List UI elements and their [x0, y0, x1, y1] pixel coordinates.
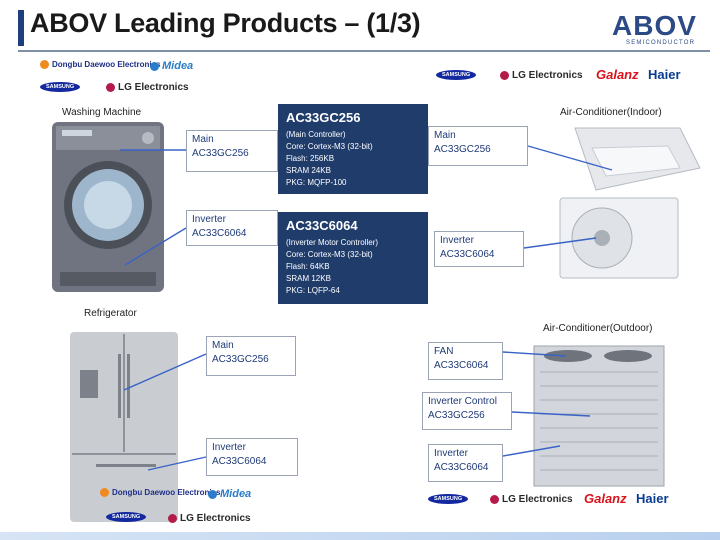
brand-dongbu-top: Dongbu Daewoo Electronics — [40, 60, 160, 70]
brand-lg-bottom-right: LG Electronics — [490, 494, 573, 505]
callout-aco-inverter: Inverter AC33C6064 — [428, 444, 503, 482]
spec-line: Flash: 64KB — [286, 262, 330, 271]
abov-logo-subtitle: SEMICONDUCTOR — [626, 40, 696, 46]
brand-dongbu-bottom: Dongbu Daewoo Electronics — [100, 488, 220, 498]
air-conditioner-indoor-image — [574, 127, 701, 191]
callout-aco-fan: FAN AC33C6064 — [428, 342, 503, 380]
brand-lg-top-right: LG Electronics — [500, 70, 583, 81]
brand-samsung-top-right: SAMSUNG — [436, 70, 477, 80]
lg-logo-icon — [106, 82, 115, 92]
midea-logo-icon — [150, 61, 159, 71]
spec-line: SRAM 24KB — [286, 166, 331, 175]
spec-line: SRAM 12KB — [286, 274, 331, 283]
dongbu-logo-icon — [40, 60, 49, 70]
bottom-decor-strip — [0, 532, 720, 540]
category-ac-indoor: Air-Conditioner(Indoor) — [560, 107, 662, 118]
category-refrigerator: Refrigerator — [84, 308, 137, 319]
dongbu-logo-icon — [100, 488, 109, 498]
category-washing-machine: Washing Machine — [62, 107, 142, 118]
title-accent-bar — [18, 10, 24, 46]
spec-line: Core: Cortex-M3 (32-bit) — [286, 250, 373, 259]
callout-ref-inverter: Inverter AC33C6064 — [206, 438, 298, 476]
lg-logo-icon — [490, 494, 499, 504]
callout-wm-main: Main AC33GC256 — [186, 130, 278, 172]
abov-logo: ABOV — [612, 10, 697, 41]
brand-galanz-bottom: Galanz — [584, 491, 627, 506]
spec-line: Core: Cortex-M3 (32-bit) — [286, 142, 373, 151]
midea-logo-icon — [208, 489, 217, 499]
air-conditioner-outdoor-large-image — [533, 345, 665, 487]
callout-aci-main: Main AC33GC256 — [428, 126, 528, 166]
spec-line: PKG: LQFP-64 — [286, 286, 340, 295]
brand-samsung-top-left: SAMSUNG — [40, 82, 81, 92]
brand-galanz-top: Galanz — [596, 67, 639, 82]
brand-samsung-bottom-left: SAMSUNG — [106, 512, 147, 522]
spec-line: Flash: 256KB — [286, 154, 335, 163]
spec-box-ac33gc256: AC33GC256 (Main Controller) Core: Cortex… — [278, 104, 428, 194]
callout-wm-inverter: Inverter AC33C6064 — [186, 210, 278, 246]
air-conditioner-outdoor-small-image — [559, 197, 679, 279]
brand-haier-top: Haier — [648, 67, 681, 82]
brand-lg-bottom-left: LG Electronics — [168, 513, 251, 524]
spec-box-ac33c6064: AC33C6064 (Inverter Motor Controller) Co… — [278, 212, 428, 304]
washing-machine-image — [52, 122, 164, 292]
spec-line: (Inverter Motor Controller) — [286, 238, 379, 247]
spec-line: PKG: MQFP-100 — [286, 178, 347, 187]
brand-lg-top-left: LG Electronics — [106, 82, 189, 93]
brand-midea-bottom: Midea — [208, 488, 251, 500]
brand-haier-bottom: Haier — [636, 491, 669, 506]
spec-title: AC33C6064 — [286, 218, 358, 233]
page-title: ABOV Leading Products – (1/3) — [30, 8, 421, 38]
callout-ref-main: Main AC33GC256 — [206, 336, 296, 376]
lg-logo-icon — [500, 70, 509, 80]
title-divider — [18, 50, 710, 52]
callout-aco-inverter-control: Inverter Control AC33GC256 — [422, 392, 512, 430]
lg-logo-icon — [168, 513, 177, 523]
callout-aci-inverter: Inverter AC33C6064 — [434, 231, 524, 267]
spec-line: (Main Controller) — [286, 130, 346, 139]
brand-samsung-bottom-right: SAMSUNG — [428, 494, 469, 504]
category-ac-outdoor: Air-Conditioner(Outdoor) — [543, 323, 653, 334]
brand-midea-top: Midea — [150, 60, 193, 72]
spec-title: AC33GC256 — [286, 110, 361, 125]
